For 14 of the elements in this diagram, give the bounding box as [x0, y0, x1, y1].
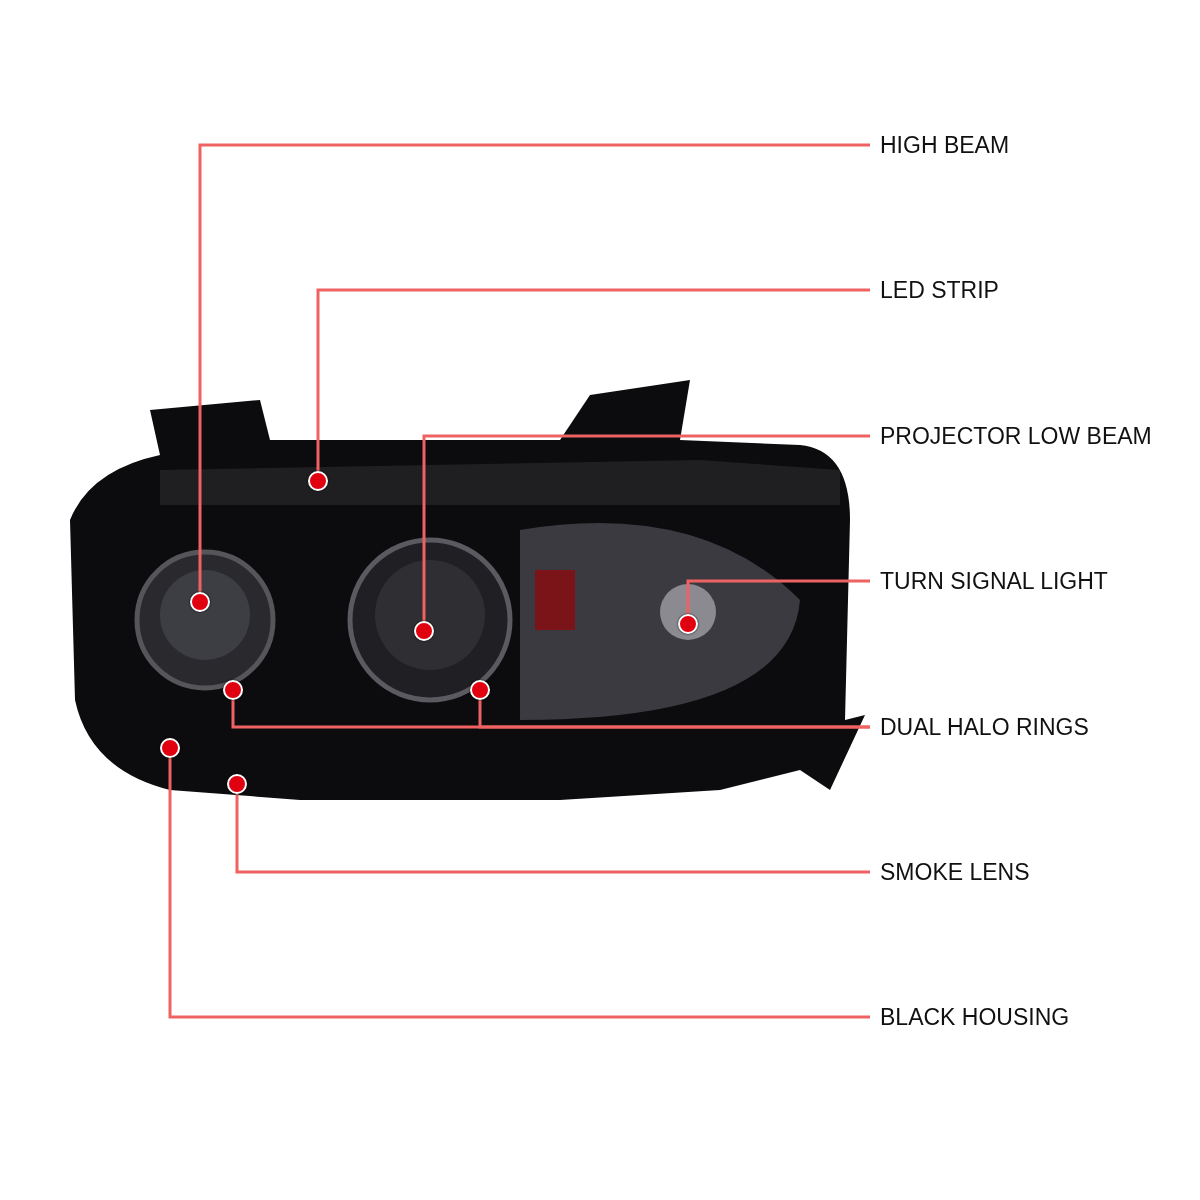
callout-label: SMOKE LENS [870, 855, 1030, 889]
leader-line [168, 758, 870, 1019]
leader-line [316, 288, 870, 471]
leader-line [235, 794, 870, 874]
callout-label: TURN SIGNAL LIGHT [870, 564, 1108, 598]
callout-label: PROJECTOR LOW BEAM [870, 419, 1152, 453]
callout-label: HIGH BEAM [870, 128, 1010, 162]
leader-line [198, 143, 870, 592]
leader-line [422, 434, 870, 621]
callout-label: BLACK HOUSING [870, 1000, 1070, 1034]
callout-label: DUAL HALO RINGS [870, 710, 1089, 744]
leader-line [478, 700, 870, 729]
callout-label: LED STRIP [870, 273, 999, 307]
leader-line [686, 579, 870, 614]
